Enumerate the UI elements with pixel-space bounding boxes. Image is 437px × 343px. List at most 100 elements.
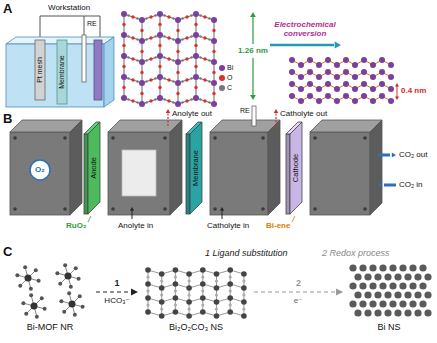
cell-block <box>210 132 268 215</box>
flow-label: CO₂ out <box>399 150 427 159</box>
flow-label: CO₂ in <box>399 180 423 189</box>
bismuth-atom <box>404 273 411 280</box>
atom <box>215 307 218 310</box>
carbon-atom <box>136 17 138 19</box>
bismuth-atom <box>307 81 313 87</box>
bismuth-atom <box>369 282 376 289</box>
bismuth-atom <box>121 32 127 38</box>
atom <box>146 275 149 278</box>
bismuth-atom <box>307 93 313 99</box>
oxygen-atom <box>185 78 188 81</box>
oxygen-atom <box>158 44 161 47</box>
bismuth-atom <box>419 282 426 289</box>
flow-arrow <box>167 113 168 126</box>
bolt-hole <box>363 207 367 211</box>
atom <box>63 263 67 267</box>
arrow-head <box>220 207 224 211</box>
flow-arrow <box>132 211 133 219</box>
carbon-atom <box>181 38 183 40</box>
carbon-atom <box>127 35 129 37</box>
atom <box>15 273 19 277</box>
atom <box>229 275 232 278</box>
atom <box>62 310 66 314</box>
bismuth-atom <box>352 98 358 104</box>
atom <box>29 287 33 291</box>
oxygen-atom <box>194 44 197 47</box>
oxygen-atom <box>167 57 170 60</box>
carbon-atom <box>190 14 192 16</box>
atom <box>160 279 163 282</box>
bolt-hole <box>313 207 317 211</box>
bismuth-atom <box>157 11 163 17</box>
atom <box>145 267 151 273</box>
bismuth-atom <box>157 32 163 38</box>
atom <box>37 279 41 283</box>
atom <box>23 265 27 269</box>
cell-block <box>310 132 370 215</box>
bismuth-atom <box>354 273 361 280</box>
flow-label: Catholyte out <box>280 109 327 118</box>
bismuth-atom <box>121 95 127 101</box>
leader-line <box>292 216 295 222</box>
carbon-atom <box>145 17 147 19</box>
bismuth-atom <box>157 53 163 59</box>
arrow-head <box>130 207 134 211</box>
oxygen-atom <box>158 23 161 26</box>
arrow-head <box>335 41 341 48</box>
atom <box>67 291 71 295</box>
atom <box>215 293 218 296</box>
bolt-hole <box>63 136 67 140</box>
atom <box>24 312 28 316</box>
atom <box>242 307 245 310</box>
oxygen-atom <box>149 78 152 81</box>
oxygen-atom <box>122 44 125 47</box>
carbon-atom <box>181 17 183 19</box>
atom <box>43 307 47 311</box>
bolt-hole <box>213 207 217 211</box>
atom <box>188 293 191 296</box>
bismuth-atom <box>409 300 416 307</box>
atom <box>201 289 204 292</box>
carbon-atom <box>172 80 174 82</box>
atom <box>227 281 233 287</box>
bismuth-atom <box>334 62 340 68</box>
bismuth-atom <box>193 11 199 17</box>
bismuth-atom <box>394 273 401 280</box>
bismuth-atom <box>419 300 426 307</box>
oxygen-atom <box>194 23 197 26</box>
carbon-atom <box>127 56 129 58</box>
bismuth-atom <box>389 264 396 271</box>
bismuth-atom <box>370 62 376 68</box>
atom <box>173 281 179 287</box>
dimension-label: 0.4 nm <box>401 86 426 95</box>
carbon-atom <box>208 17 210 19</box>
bismuth-atom <box>343 57 349 63</box>
bismuth-atom <box>289 93 295 99</box>
bismuth-atom <box>409 264 416 271</box>
gas-pipe <box>378 154 390 157</box>
part-label: Workstation <box>48 3 90 12</box>
atom <box>146 303 149 306</box>
oxygen-atom <box>158 86 161 89</box>
block-side <box>370 120 382 215</box>
atom <box>186 299 192 305</box>
atom <box>214 313 220 319</box>
bismuth-atom <box>388 62 394 68</box>
material-label: RuO₂ <box>66 221 86 230</box>
carbon-atom <box>208 101 210 103</box>
bolt-hole <box>13 136 17 140</box>
arrow-head <box>395 83 399 87</box>
plate-edge <box>286 134 290 214</box>
oxygen-atom <box>131 15 134 18</box>
oxygen-atom <box>131 36 134 39</box>
atom <box>229 289 232 292</box>
bismuth-atom <box>374 291 381 298</box>
bismuth-atom <box>419 264 426 271</box>
carbon-atom <box>127 98 129 100</box>
block-side <box>268 120 280 215</box>
reagent-label: HCO₃⁻ <box>104 296 129 305</box>
bismuth-atom <box>325 93 331 99</box>
plate-face <box>88 122 100 214</box>
